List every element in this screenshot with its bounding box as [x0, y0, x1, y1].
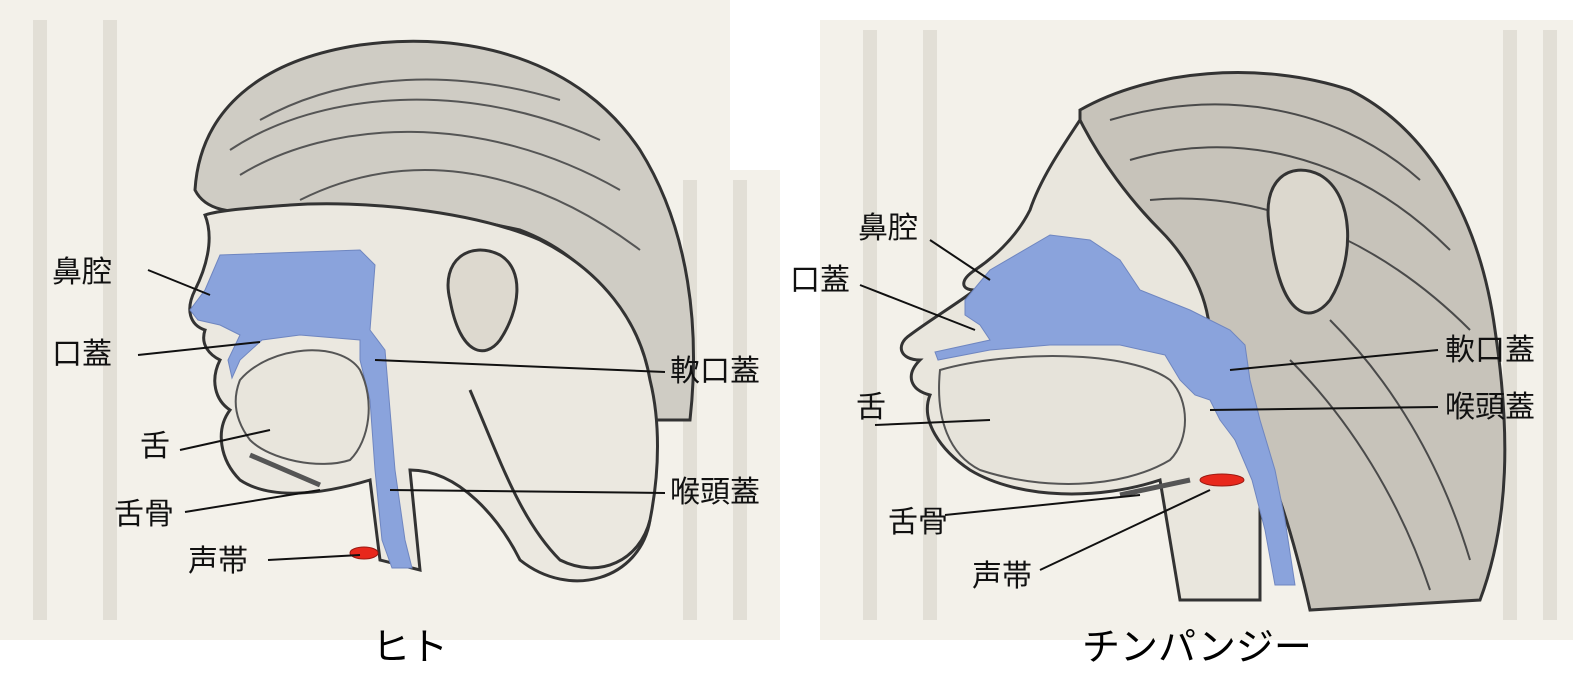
chimp-label-tongue: 舌	[856, 393, 886, 423]
human-vocal-cords	[350, 547, 378, 559]
human-label-vocal-cords: 声帯	[188, 547, 248, 577]
chimp-label-palate: 口蓋	[790, 266, 850, 296]
human-label-epiglottis: 喉頭蓋	[670, 478, 760, 508]
human-label-nasal-cavity: 鼻腔	[52, 258, 112, 288]
chimp-label-vocal-cords: 声帯	[972, 562, 1032, 592]
human-label-tongue: 舌	[140, 432, 170, 462]
chimp-label-soft-palate: 軟口蓋	[1445, 336, 1535, 366]
human-label-hyoid: 舌骨	[114, 500, 174, 530]
chimp-label-epiglottis: 喉頭蓋	[1445, 393, 1535, 423]
human-label-palate: 口蓋	[52, 340, 112, 370]
human-label-soft-palate: 軟口蓋	[670, 357, 760, 387]
chimp-caption: チンパンジー	[1082, 628, 1312, 666]
human-illustration	[0, 0, 780, 673]
chimp-vocal-cords	[1200, 474, 1244, 486]
chimp-label-nasal-cavity: 鼻腔	[858, 214, 918, 244]
chimp-label-hyoid: 舌骨	[888, 508, 948, 538]
human-panel: 鼻腔 口蓋 舌 舌骨 声帯 軟口蓋 喉頭蓋 ヒト	[0, 0, 780, 673]
chimp-panel: 鼻腔 口蓋 舌 舌骨 声帯 軟口蓋 喉頭蓋 チンパンジー	[790, 0, 1573, 673]
human-caption: ヒト	[372, 628, 448, 666]
